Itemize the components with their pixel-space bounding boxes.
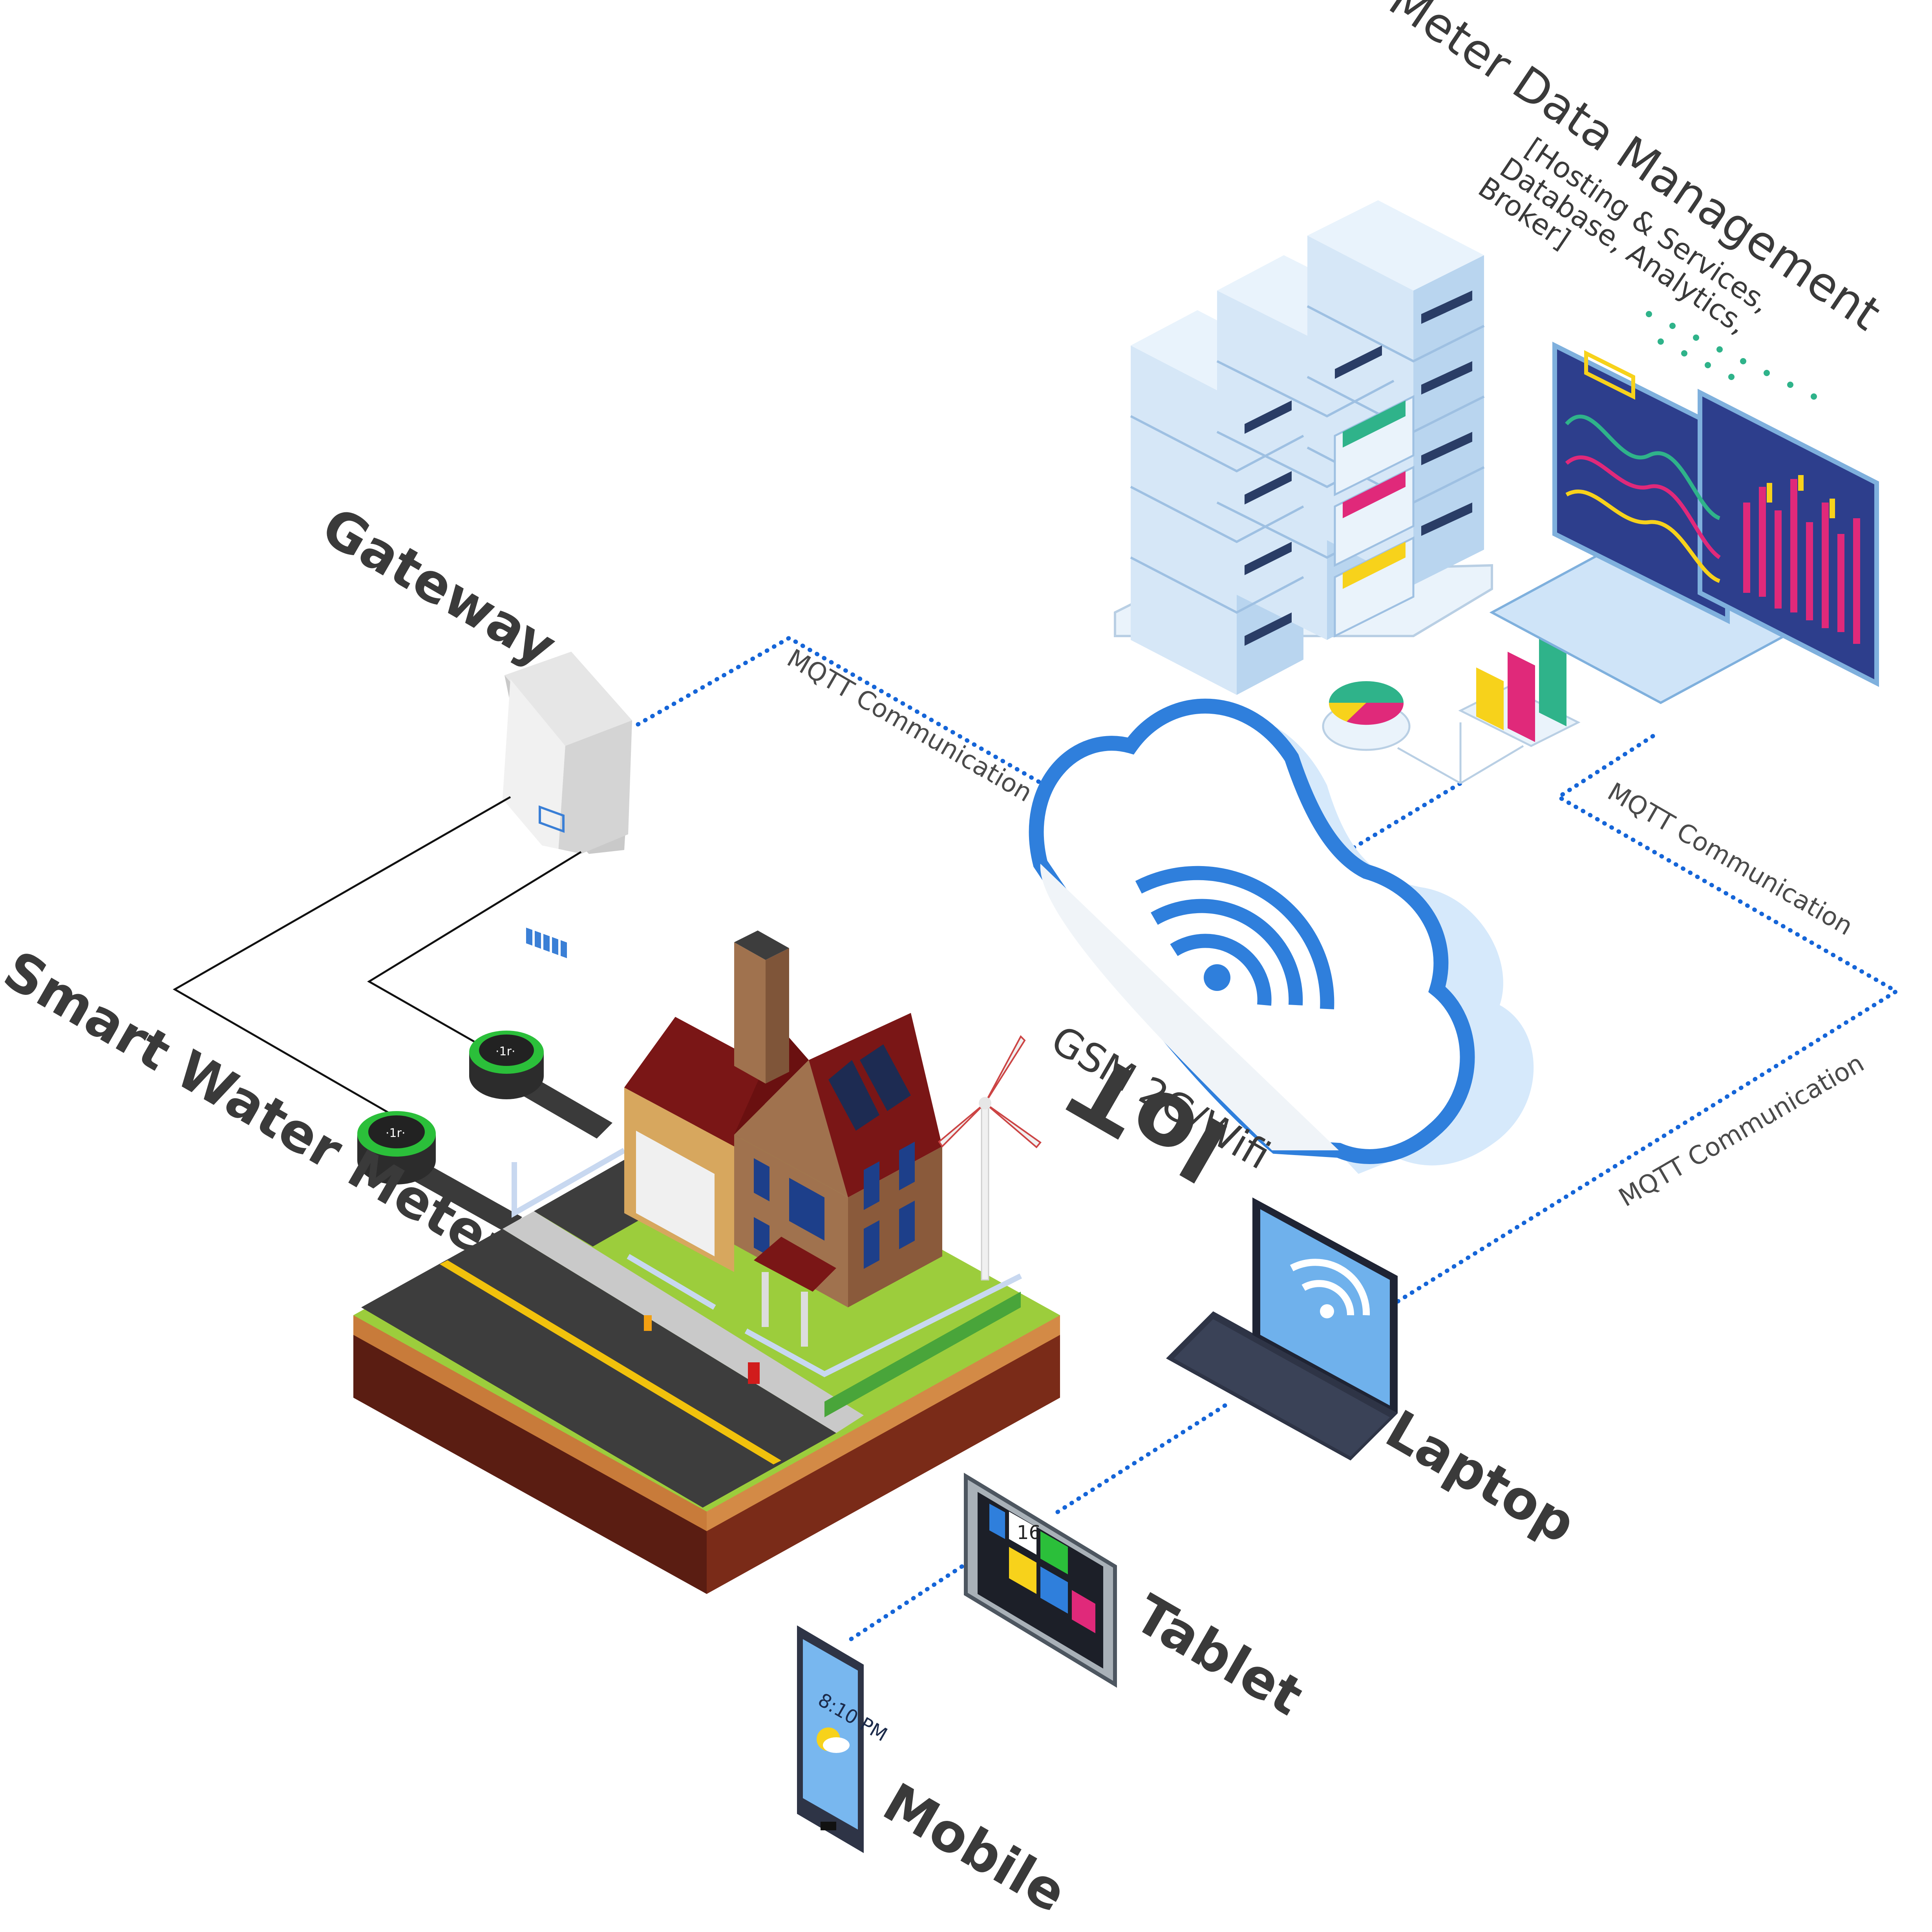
meter-wire-1 [172, 796, 511, 1116]
tablet-label: Tablet [1124, 1583, 1313, 1727]
smartphone-icon: 8:10 PM [797, 1625, 891, 1853]
mqtt-label-gateway-cloud: MQTT Communication [782, 644, 1037, 808]
svg-text:·1r·: ·1r· [386, 1126, 406, 1140]
house-icon [353, 930, 1060, 1594]
link-tablet-mobile [846, 1564, 964, 1643]
gateway-device-icon [503, 652, 632, 958]
pie-chart-icon [1322, 681, 1411, 751]
cloud-wifi-icon [1029, 698, 1534, 1174]
svg-text:·1r·: ·1r· [495, 1045, 515, 1058]
server-rack-icon [1114, 200, 1493, 695]
link-gateway-cloud [636, 635, 1102, 819]
laptop-label: Laptop [1376, 1398, 1586, 1555]
mobile-label: Mobile [873, 1771, 1077, 1925]
water-meter-icon: ·1r· [469, 1031, 612, 1139]
mqtt-label-mdm-devices: MQTT Communication [1614, 1049, 1869, 1213]
water-meter-icon: ·1r· [357, 1111, 522, 1233]
tablet-date: 16 [1017, 1522, 1041, 1544]
connection-links [636, 635, 1901, 1643]
laptop-icon [1166, 1197, 1398, 1460]
link-mdm-devices [1395, 734, 1901, 1304]
wind-turbine-icon [938, 1035, 1042, 1281]
mqtt-label-cloud-mdm: MQTT Communication [1603, 777, 1858, 941]
bar-chart-icon [1458, 636, 1581, 747]
link-cloud-mdm [1344, 781, 1463, 854]
link-laptop-tablet [1050, 1403, 1227, 1518]
gateway-battery-icon [539, 805, 565, 833]
gateway-label: Gateway [312, 495, 566, 678]
meter-wire-2 [367, 851, 582, 1061]
tablet-icon: 16 [964, 1473, 1117, 1688]
analytics-laptop-icon [1489, 311, 1879, 704]
mdm-hub-lines [1397, 722, 1524, 784]
smart-water-meter-label: Smart Water Meter [0, 939, 521, 1279]
